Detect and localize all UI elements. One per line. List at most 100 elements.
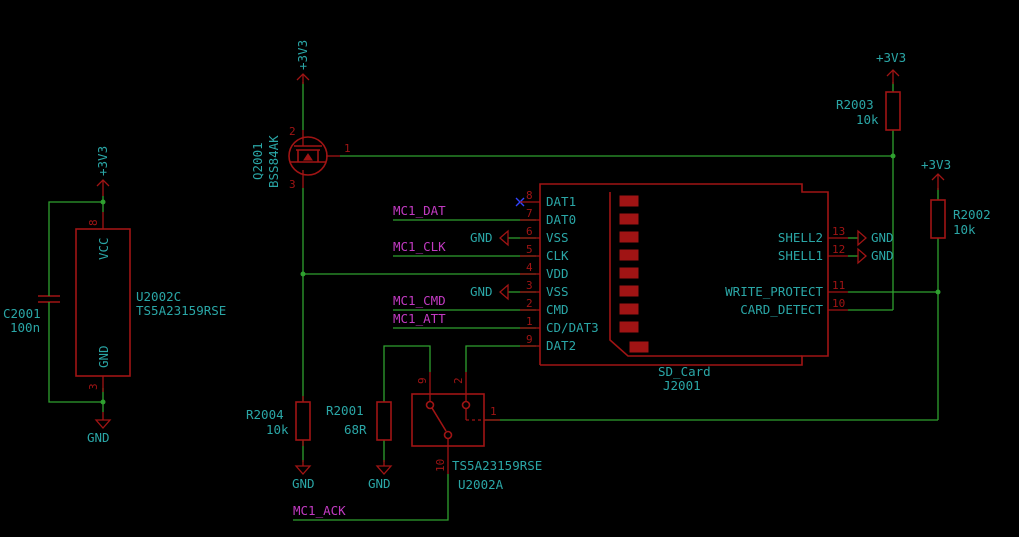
gnd-label: GND <box>87 430 110 445</box>
ic-u2002c[interactable]: 8 3 VCC GND U2002C TS5A23159RSE <box>75 212 226 392</box>
j2001-pin-number: 13 <box>832 225 845 238</box>
j2001-value: SD_Card <box>658 364 711 379</box>
r2004-ref: R2004 <box>246 407 284 422</box>
j2001-pin-number: 4 <box>526 261 533 274</box>
gnd-label: GND <box>292 476 315 491</box>
u2002a-pin-9: 9 <box>416 377 429 384</box>
q2001-ref: Q2001 <box>250 142 265 180</box>
gnd-symbol-shell2[interactable]: GND <box>857 229 894 247</box>
wires <box>48 82 939 521</box>
u2002c-pin-8: 8 <box>87 219 100 226</box>
j2001-pin-number: 10 <box>832 297 845 310</box>
j2001-pin-number: 2 <box>526 297 533 310</box>
j2001-pin-name: VDD <box>546 266 569 281</box>
mosfet-q2001[interactable]: 2 3 1 Q2001 BSS84AK <box>250 125 351 191</box>
power-label: +3V3 <box>921 157 951 172</box>
j2001-pin-number: 3 <box>526 279 533 292</box>
u2002a-ref: U2002A <box>458 477 504 492</box>
c2001-ref: C2001 <box>3 306 41 321</box>
gnd-label: GND <box>470 230 493 245</box>
gnd-symbol-r2001[interactable]: GND <box>368 460 393 491</box>
j2001-pin-number: 11 <box>832 279 845 292</box>
resistor-r2002[interactable]: R2002 10k <box>930 199 991 239</box>
u2002c-pin-vcc: VCC <box>96 237 111 260</box>
j2001-pin-name: DAT1 <box>546 194 576 209</box>
r2001-ref: R2001 <box>326 403 364 418</box>
j2001-pin-number: 7 <box>526 207 533 220</box>
resistor-r2001[interactable]: R2001 68R <box>326 401 392 441</box>
net-label-mc1-cmd[interactable]: MC1_CMD <box>393 293 446 308</box>
resistor-r2003[interactable]: R2003 10k <box>836 91 901 131</box>
j2001-pin-number: 5 <box>526 243 533 256</box>
j2001-ref: J2001 <box>663 378 701 393</box>
j2001-pin-number: 8 <box>526 189 533 202</box>
r2003-value: 10k <box>856 112 879 127</box>
j2001-pin-name: CARD_DETECT <box>740 302 823 317</box>
net-label-mc1-att[interactable]: MC1_ATT <box>393 311 446 326</box>
j2001-pin-name: SHELL1 <box>778 248 823 263</box>
q2001-pin-3: 3 <box>289 178 296 191</box>
j2001-pin-name: DAT2 <box>546 338 576 353</box>
junction-dot <box>890 153 896 159</box>
j2001-pin-name: VSS <box>546 284 569 299</box>
gnd-label: GND <box>368 476 391 491</box>
junctions <box>100 153 941 405</box>
j2001-pin-name: CMD <box>546 302 569 317</box>
junction-dot <box>100 199 106 205</box>
power-symbol-3v3-r2003[interactable]: +3V3 <box>876 50 906 84</box>
sd-card-contacts <box>619 195 649 353</box>
net-label-mc1-clk[interactable]: MC1_CLK <box>393 239 446 254</box>
power-symbol-3v3-q2001[interactable]: +3V3 <box>295 40 310 84</box>
u2002a-value: TS5A23159RSE <box>452 458 542 473</box>
gnd-symbol-r2004[interactable]: GND <box>292 460 315 491</box>
j2001-pin-number: 1 <box>526 315 533 328</box>
u2002c-pin-3: 3 <box>87 383 100 390</box>
q2001-value: BSS84AK <box>266 135 281 188</box>
u2002a-pin-10: 10 <box>434 459 447 472</box>
j2001-pin-name: DAT0 <box>546 212 576 227</box>
gnd-symbol-vss-6[interactable]: GND <box>470 229 509 247</box>
j2001-pin-name: CLK <box>546 248 569 263</box>
resistor-r2004[interactable]: R2004 10k <box>246 396 311 446</box>
j2001-pin-number: 12 <box>832 243 845 256</box>
junction-dot <box>300 271 306 277</box>
u2002c-ref: U2002C <box>136 289 181 304</box>
gnd-label: GND <box>470 284 493 299</box>
r2002-ref: R2002 <box>953 207 991 222</box>
j2001-pin-number: 6 <box>526 225 533 238</box>
r2004-value: 10k <box>266 422 289 437</box>
r2001-value: 68R <box>344 422 367 437</box>
r2003-ref: R2003 <box>836 97 874 112</box>
power-symbol-3v3-c2001[interactable]: +3V3 <box>95 146 110 196</box>
power-symbol-3v3-r2002[interactable]: +3V3 <box>921 157 951 190</box>
junction-dot <box>100 399 106 405</box>
j2001-pin-name: VSS <box>546 230 569 245</box>
r2002-value: 10k <box>953 222 976 237</box>
gnd-symbol-shell1[interactable]: GND <box>857 247 894 265</box>
c2001-value: 100n <box>10 320 40 335</box>
net-label-mc1-ack[interactable]: MC1_ACK <box>293 503 346 518</box>
j2001-pin-name: CD/DAT3 <box>546 320 599 335</box>
j2001-right-pins: 13 SHELL2 12 SHELL1 11 WRITE_PROTECT 10 CARD_DE… <box>725 225 848 317</box>
switch-u2002a[interactable]: 9 2 1 10 TS5A23159RSE U2002A <box>411 372 542 492</box>
u2002a-pin-1: 1 <box>490 405 497 418</box>
j2001-pin-name: SHELL2 <box>778 230 823 245</box>
net-label-mc1-dat[interactable]: MC1_DAT <box>393 203 446 218</box>
u2002c-pin-gnd: GND <box>96 345 111 368</box>
gnd-symbol-c2001[interactable]: GND <box>87 412 112 445</box>
u2002c-value: TS5A23159RSE <box>136 303 226 318</box>
gnd-symbol-vss-3[interactable]: GND <box>470 283 509 301</box>
power-label: +3V3 <box>95 146 110 176</box>
gnd-label: GND <box>871 248 894 263</box>
power-label: +3V3 <box>876 50 906 65</box>
capacitor-c2001[interactable]: C2001 100n <box>3 290 60 335</box>
j2001-pin-name: WRITE_PROTECT <box>725 284 823 299</box>
junction-dot <box>935 289 941 295</box>
q2001-pin-2: 2 <box>289 125 296 138</box>
power-label: +3V3 <box>295 40 310 70</box>
q2001-pin-1: 1 <box>344 142 351 155</box>
u2002a-pin-2: 2 <box>452 377 465 384</box>
